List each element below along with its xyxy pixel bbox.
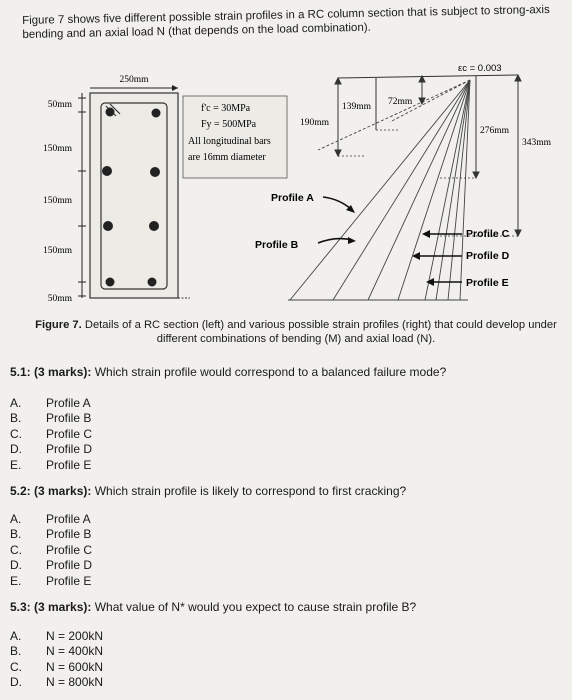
option-a[interactable]: A.Profile A [10, 512, 91, 526]
dim-190mm: 190mm [300, 118, 330, 128]
bars-note-line2: are 16mm diameter [188, 152, 266, 163]
rebar [103, 221, 113, 231]
intro-paragraph: Figure 7 shows five different possible s… [22, 3, 550, 41]
rebar [105, 277, 115, 287]
strain-profiles: εc = 0.003 [255, 63, 552, 301]
option-c[interactable]: C.Profile C [10, 542, 93, 557]
caption-text: Details of a RC section (left) and vario… [84, 319, 557, 345]
option-e[interactable]: E.Profile E [10, 457, 92, 472]
dim-150mm-2: 150mm [43, 196, 73, 206]
profile-a-label: Profile A [271, 192, 314, 204]
strain-limit-label: εc = 0.003 [458, 63, 502, 74]
option-a[interactable]: A.Profile A [10, 396, 91, 410]
option-d[interactable]: D.N = 800kN [10, 675, 104, 690]
longitudinal-bars [102, 107, 161, 287]
rebar [151, 108, 161, 118]
dim-150mm-1: 150mm [43, 144, 73, 154]
option-d[interactable]: D.Profile D [10, 442, 93, 457]
profile-c-label: Profile C [466, 228, 510, 240]
rebar [149, 221, 159, 231]
question-text: What value of N* would you expect to cau… [94, 600, 417, 614]
option-b[interactable]: B.Profile B [10, 527, 92, 542]
dim-150mm-3: 150mm [43, 246, 73, 256]
question-number: 5.1: (3 marks): [10, 365, 92, 379]
concrete-strength: f'c = 30MPa [201, 103, 251, 114]
width-dim-label: 250mm [119, 75, 149, 85]
column-section: 250mm [43, 75, 190, 304]
question-5-3: 5.3: (3 marks): What value of N* would y… [10, 600, 416, 614]
options-5-3: A.N = 200kN B.N = 400kN C.N = 600kN D.N … [10, 629, 103, 691]
rebar [150, 167, 160, 177]
bars-note-line1: All longitudinal bars [188, 136, 271, 147]
material-properties-box: f'c = 30MPa Fy = 500MPa All longitudinal… [182, 95, 288, 179]
question-5-2: 5.2: (3 marks): Which strain profile is … [10, 484, 406, 498]
option-a[interactable]: A.N = 200kN [10, 629, 104, 643]
figure-caption: Figure 7. Details of a RC section (left)… [20, 318, 572, 346]
rebar [105, 107, 115, 117]
profile-e-label: Profile E [466, 277, 509, 289]
dim-139mm: 139mm [342, 102, 372, 112]
question-text: Which strain profile is likely to corres… [94, 484, 407, 498]
option-d[interactable]: D.Profile D [10, 558, 93, 573]
options-5-1: A.Profile A B.Profile B C.Profile C D.Pr… [10, 396, 92, 473]
option-e[interactable]: E.Profile E [10, 573, 92, 588]
steel-yield: Fy = 500MPa [201, 119, 257, 130]
option-c[interactable]: C.Profile C [10, 426, 93, 441]
dim-50mm-top: 50mm [48, 100, 73, 110]
rebar [102, 166, 112, 176]
options-5-2: A.Profile A B.Profile B C.Profile C D.Pr… [10, 512, 92, 589]
question-number: 5.3: (3 marks): [10, 600, 92, 614]
profile-d-label: Profile D [466, 250, 510, 262]
profile-b-label: Profile B [255, 239, 299, 251]
option-b[interactable]: B.N = 400kN [10, 644, 104, 659]
dim-276mm: 276mm [480, 126, 510, 136]
rebar [147, 277, 157, 287]
figure-7: 250mm [43, 63, 552, 304]
option-b[interactable]: B.Profile B [10, 411, 92, 426]
question-number: 5.2: (3 marks): [10, 484, 92, 498]
strain-top-line [337, 74, 519, 79]
question-5-1: 5.1: (3 marks): Which strain profile wou… [10, 365, 446, 379]
option-c[interactable]: C.N = 600kN [10, 659, 104, 674]
stirrup [100, 102, 168, 290]
question-text: Which strain profile would correspond to… [94, 365, 447, 379]
section-outline [89, 92, 179, 299]
dim-50mm-bottom: 50mm [48, 294, 73, 304]
dim-343mm: 343mm [522, 138, 552, 148]
caption-label: Figure 7. [35, 319, 82, 331]
dim-72mm: 72mm [388, 97, 413, 107]
